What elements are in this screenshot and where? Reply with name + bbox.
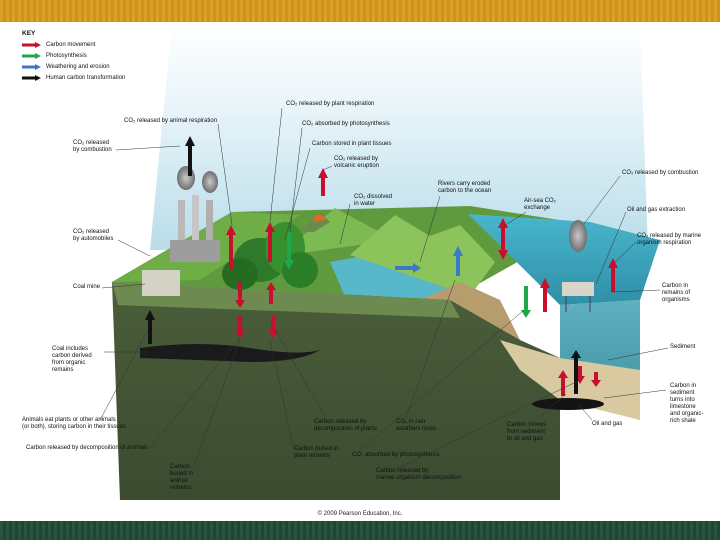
label-coal-includes: Coal includes carbon derived from organi… [52,346,92,373]
legend-item-weathering: Weathering and erosion [22,61,125,72]
green-arrow-icon [521,286,531,318]
green-arrow-icon [284,232,294,270]
blue-arrow-icon [453,246,463,276]
label-air-sea: Air-sea CO₂ exchange [524,198,557,211]
legend-title: KEY [22,30,36,37]
label-stored-plant: Carbon stored in plant tissues [312,141,392,147]
label-rain-weathers: CO₂ in rain weathers rocks [396,419,437,432]
label-oil-extraction: Oil and gas extraction [627,207,686,213]
legend-item-photosynthesis: Photosynthesis [22,50,125,61]
bottom-banner [0,521,720,540]
top-banner [0,0,720,22]
black-arrow-icon [185,136,195,176]
blue-arrow-icon [22,63,41,70]
red-arrow-icon [608,258,618,292]
label-dissolved: CO₂ dissolved in water [354,194,393,207]
red-arrow-icon [226,225,236,270]
label-carbon-remains: Carbon in remains of organisms [662,283,691,303]
label-sediment: Sediment [670,344,696,350]
red-arrow-icon [235,316,245,338]
red-arrow-icon [235,282,245,308]
label-buried-plant: Carbon buried in plant remains [294,446,339,459]
label-marine-decomp: Carbon released by marine organism decom… [376,468,462,481]
label-limestone: Carbon in sediment turns into limestone … [670,383,704,424]
legend-item-carbon-movement: Carbon movement [22,39,125,50]
red-arrow-icon [268,316,278,338]
black-arrow-icon [571,350,581,394]
label-oil-gas: Oil and gas [592,421,623,427]
oil-gas-deposit [532,398,604,410]
label-combustion-right: CO₂ released by combustion [622,170,699,176]
legend-item-human: Human carbon transformation [22,72,125,83]
label-decomp-animals: Carbon released by decomposition of anim… [26,445,148,451]
red-arrow-icon [265,222,275,262]
red-arrow-icon [498,218,508,260]
sediment-layer [500,340,640,420]
red-arrow-icon [558,370,568,396]
label-rivers: Rivers carry eroded carbon to the ocean [438,181,492,194]
label-moves-sediment: Carbon moves from sediment to oil and ga… [507,422,547,442]
black-arrow-icon [22,74,41,81]
blue-arrow-icon [395,263,421,273]
label-combustion-left: CO₂ released by combustion [73,140,112,153]
factory [170,166,220,262]
red-arrow-icon [266,282,276,304]
label-absorbed-photo: CO₂ absorbed by photosynthesis [352,452,440,458]
coal-seam [140,344,320,362]
label-marine-respiration: CO₂ released by marine organism respirat… [637,233,702,246]
label-decomp-plants: Carbon released by decomposition of plan… [314,419,378,432]
label-photosynthesis-absorbed: CO₂ absorbed by photosynthesis [302,121,390,127]
sky [150,22,648,250]
label-automobiles: CO₂ released by automobiles [73,229,114,242]
label-buried-animal: Carbon buried in animal remains [170,464,194,491]
leader-lines [99,107,669,473]
volcano-eruption-icon [312,214,326,222]
green-arrow-icon [22,52,41,59]
legend: KEY Carbon movement Photosynthesis Weath… [22,30,125,83]
red-arrow-icon [318,168,328,196]
red-arrow-icon [591,372,601,387]
coal-mine-building [142,270,180,296]
label-plant-respiration: CO₂ released by plant respiration [286,101,375,107]
label-animal-respiration: CO₂ released by animal respiration [124,118,218,124]
soil-layer [112,282,560,500]
label-animals-eat: Animals eat plants or other animals (or … [22,417,127,430]
oil-platform [562,220,594,312]
copyright-credit: © 2009 Pearson Education, Inc. [317,511,403,517]
red-arrow-icon [22,41,41,48]
label-volcanic: CO₂ released by volcanic eruption [334,156,380,169]
red-arrow-icon [540,278,550,312]
black-arrow-icon [145,310,155,344]
label-coal-mine: Coal mine [73,284,101,290]
